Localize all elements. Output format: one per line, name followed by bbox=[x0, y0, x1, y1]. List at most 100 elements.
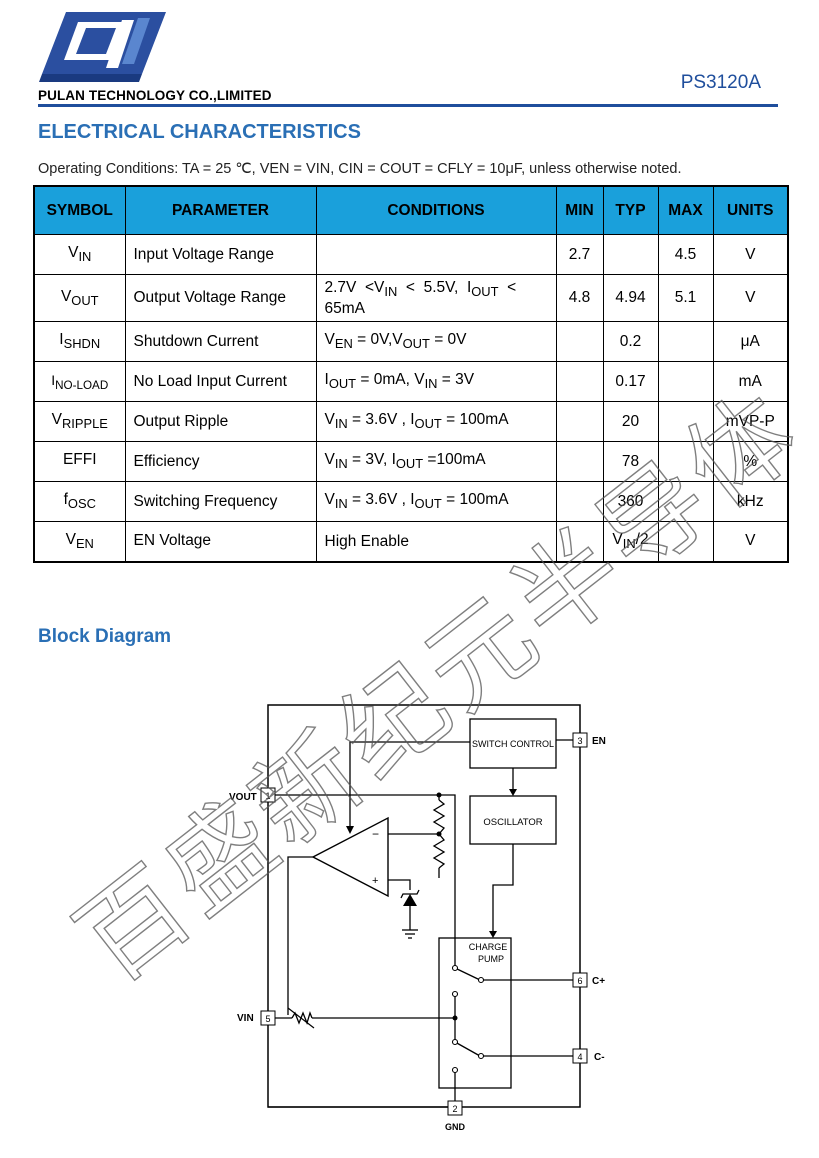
units-cell: V bbox=[712, 274, 789, 322]
pin-vout: 1 VOUT bbox=[229, 787, 276, 803]
units-cell: mVP-P bbox=[712, 401, 789, 442]
pump-label: PUMP bbox=[478, 954, 504, 964]
min-cell bbox=[555, 401, 604, 442]
max-cell bbox=[657, 441, 714, 482]
max-cell bbox=[657, 521, 714, 562]
opamp-plus: + bbox=[372, 875, 378, 887]
section-title-block-diagram: Block Diagram bbox=[38, 626, 172, 647]
typ-cell bbox=[602, 234, 659, 275]
typ-cell: 4.94 bbox=[602, 274, 659, 322]
col-header-symbol: SYMBOL bbox=[33, 185, 126, 235]
symbol-cell: fOSC bbox=[33, 481, 126, 522]
charge-pump-block bbox=[438, 937, 512, 1089]
header-rule bbox=[38, 104, 778, 107]
min-cell bbox=[555, 361, 604, 402]
conditions-cell: IOUT = 0mA, VIN = 3V bbox=[315, 361, 557, 402]
typ-cell: VIN/2 bbox=[602, 521, 659, 562]
min-cell bbox=[555, 481, 604, 522]
charge-label: CHARGE bbox=[469, 942, 508, 952]
parameter-cell: EN Voltage bbox=[124, 521, 317, 562]
resistor-bottom bbox=[432, 833, 446, 869]
symbol-cell: VEN bbox=[33, 521, 126, 562]
arrow-to-charge-pump bbox=[489, 931, 497, 938]
svg-text:GND: GND bbox=[445, 1122, 466, 1132]
symbol-cell: INO-LOAD bbox=[33, 361, 126, 402]
variable-resistor-arrow bbox=[287, 1007, 315, 1029]
parameter-cell: Input Voltage Range bbox=[124, 234, 317, 275]
resistor-top bbox=[432, 799, 446, 835]
max-cell bbox=[657, 401, 714, 442]
svg-text:1: 1 bbox=[265, 791, 270, 801]
company-name: PULAN TECHNOLOGY CO.,LIMITED bbox=[38, 88, 272, 103]
pin-gnd: 2 GND bbox=[445, 1100, 466, 1132]
max-cell bbox=[657, 481, 714, 522]
svg-text:C-: C- bbox=[594, 1052, 605, 1063]
min-cell bbox=[555, 521, 604, 562]
conditions-cell: VIN = 3V, IOUT =100mA bbox=[315, 441, 557, 482]
svg-text:6: 6 bbox=[577, 976, 582, 986]
parameter-cell: Shutdown Current bbox=[124, 321, 317, 362]
company-logo bbox=[39, 12, 166, 82]
svg-text:4: 4 bbox=[577, 1052, 582, 1062]
pin-cplus: 6 C+ bbox=[572, 972, 605, 988]
svg-text:VIN: VIN bbox=[237, 1013, 254, 1024]
switch-control-label: SWITCH CONTROL bbox=[472, 739, 554, 749]
typ-cell: 20 bbox=[602, 401, 659, 442]
min-cell bbox=[555, 321, 604, 362]
conditions-cell: VIN = 3.6V , IOUT = 100mA bbox=[315, 481, 557, 522]
col-header-units: UNITS bbox=[712, 185, 789, 235]
min-cell: 2.7 bbox=[555, 234, 604, 275]
units-cell: % bbox=[712, 441, 789, 482]
units-cell: V bbox=[712, 521, 789, 562]
col-header-typ: TYP bbox=[602, 185, 659, 235]
parameter-cell: Output Ripple bbox=[124, 401, 317, 442]
parameter-cell: Switching Frequency bbox=[124, 481, 317, 522]
variable-resistor bbox=[291, 1011, 313, 1025]
parameter-cell: Efficiency bbox=[124, 441, 317, 482]
typ-cell: 0.2 bbox=[602, 321, 659, 362]
units-cell: μA bbox=[712, 321, 789, 362]
electrical-characteristics-table: SYMBOL PARAMETER CONDITIONS MIN TYP MAX … bbox=[33, 185, 789, 563]
opamp-minus: − bbox=[372, 827, 379, 841]
units-cell: V bbox=[712, 234, 789, 275]
max-cell bbox=[657, 361, 714, 402]
table-row: VEN EN Voltage High Enable VIN/2 V bbox=[33, 521, 789, 562]
error-amplifier bbox=[311, 816, 389, 898]
min-cell: 4.8 bbox=[555, 274, 604, 322]
pin-vin: 5 VIN bbox=[237, 1010, 276, 1026]
diagram-wires bbox=[268, 739, 573, 1108]
typ-cell: 360 bbox=[602, 481, 659, 522]
svg-text:5: 5 bbox=[265, 1014, 270, 1024]
conditions-cell: VIN = 3.6V , IOUT = 100mA bbox=[315, 401, 557, 442]
parameter-cell: No Load Input Current bbox=[124, 361, 317, 402]
table-row: ISHDN Shutdown Current VEN = 0V,VOUT = 0… bbox=[33, 321, 789, 362]
max-cell bbox=[657, 321, 714, 362]
svg-text:VOUT: VOUT bbox=[229, 792, 257, 803]
table-row: VOUT Output Voltage Range 2.7V <VIN < 5.… bbox=[33, 274, 789, 322]
typ-cell: 0.17 bbox=[602, 361, 659, 402]
table-row: VIN Input Voltage Range 2.7 4.5 V bbox=[33, 234, 789, 275]
table-row: INO-LOAD No Load Input Current IOUT = 0m… bbox=[33, 361, 789, 402]
block-diagram: SWITCH CONTROL OSCILLATOR CHARGE PUMP 1 … bbox=[229, 704, 606, 1132]
units-cell: kHz bbox=[712, 481, 789, 522]
max-cell: 5.1 bbox=[657, 274, 714, 322]
symbol-cell: EFFI bbox=[33, 441, 126, 482]
min-cell bbox=[555, 441, 604, 482]
oscillator-label: OSCILLATOR bbox=[483, 817, 542, 828]
table-row: fOSC Switching Frequency VIN = 3.6V , IO… bbox=[33, 481, 789, 522]
conditions-cell: 2.7V <VIN < 5.5V, IOUT <65mA bbox=[315, 274, 557, 322]
table-header-row: SYMBOL PARAMETER CONDITIONS MIN TYP MAX … bbox=[33, 185, 789, 235]
symbol-cell: VRIPPLE bbox=[33, 401, 126, 442]
table-row: VRIPPLE Output Ripple VIN = 3.6V , IOUT … bbox=[33, 401, 789, 442]
arrow-to-opamp bbox=[346, 826, 354, 834]
section-title-electrical: ELECTRICAL CHARACTERISTICS bbox=[38, 121, 361, 143]
parameter-cell: Output Voltage Range bbox=[124, 274, 317, 322]
col-header-max: MAX bbox=[657, 185, 714, 235]
arrow-to-oscillator bbox=[509, 789, 517, 796]
pin-cminus: 4 C- bbox=[572, 1048, 605, 1064]
part-number: PS3120A bbox=[680, 72, 761, 93]
col-header-conditions: CONDITIONS bbox=[315, 185, 557, 235]
conditions-cell: VEN = 0V,VOUT = 0V bbox=[315, 321, 557, 362]
col-header-min: MIN bbox=[555, 185, 604, 235]
conditions-cell: High Enable bbox=[315, 521, 557, 562]
